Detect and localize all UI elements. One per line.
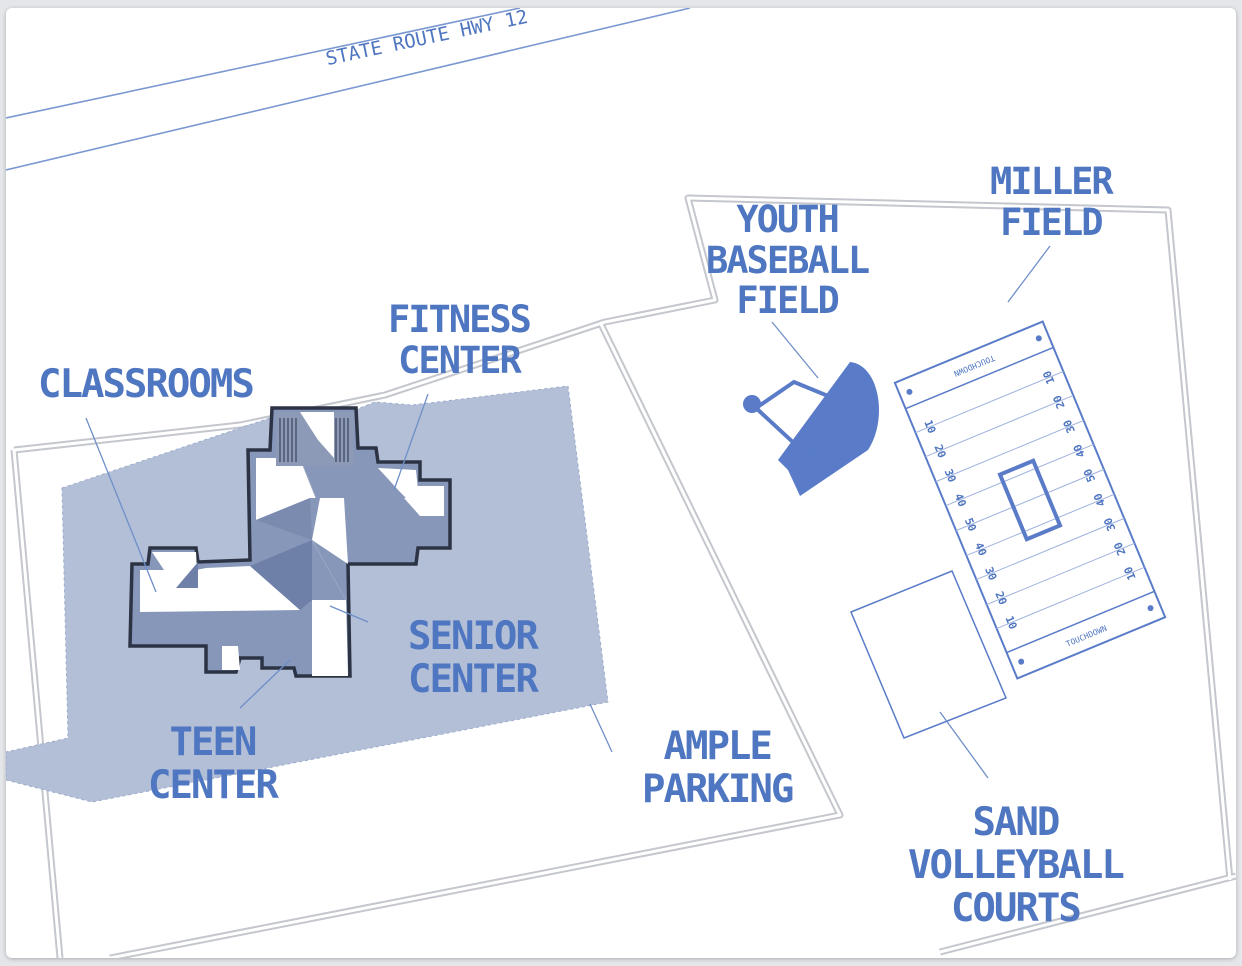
walking-path	[10, 194, 1236, 958]
label-fitness-center: FITNESS CENTER	[388, 298, 532, 382]
yard-number: 50	[1081, 467, 1098, 484]
yard-number: 20	[931, 443, 948, 460]
yard-number: 30	[1101, 516, 1118, 533]
yard-number: 10	[1040, 369, 1057, 386]
yard-number: 50	[962, 516, 979, 533]
yard-number: 20	[992, 590, 1009, 607]
label-youth-baseball-field: YOUTH BASEBALL FIELD	[706, 198, 870, 323]
youth-baseball-field	[743, 362, 880, 496]
callout-lines	[85, 245, 1051, 779]
yard-number: 40	[1071, 442, 1088, 459]
yard-number: 30	[942, 467, 959, 484]
yard-number: 20	[1111, 540, 1128, 557]
sand-volleyball-courts	[850, 570, 1007, 739]
yard-number: 10	[921, 418, 938, 435]
yard-number: 30	[1061, 418, 1078, 435]
label-sand-volleyball-courts: SAND VOLLEYBALL COURTS	[908, 800, 1125, 931]
miller-football-field	[893, 320, 1167, 680]
label-miller-field: MILLER FIELD	[990, 160, 1114, 244]
yard-number: 10	[1122, 565, 1139, 582]
yard-number: 40	[972, 541, 989, 558]
highway	[6, 8, 691, 171]
community-center-building	[128, 406, 452, 678]
yard-number: 40	[952, 492, 969, 509]
yard-number: 20	[1051, 393, 1068, 410]
yard-number: 40	[1091, 491, 1108, 508]
yard-number: 30	[982, 565, 999, 582]
label-teen-center: TEEN CENTER	[148, 720, 279, 808]
yard-number: 10	[1002, 614, 1019, 631]
label-classrooms: CLASSROOMS	[38, 362, 255, 407]
label-senior-center: SENIOR CENTER	[408, 614, 539, 702]
label-ample-parking: AMPLE PARKING	[642, 724, 794, 812]
site-map-graphics: TOUCHDOWNTOUCHDOWN1010202030304040505040…	[6, 8, 1236, 958]
